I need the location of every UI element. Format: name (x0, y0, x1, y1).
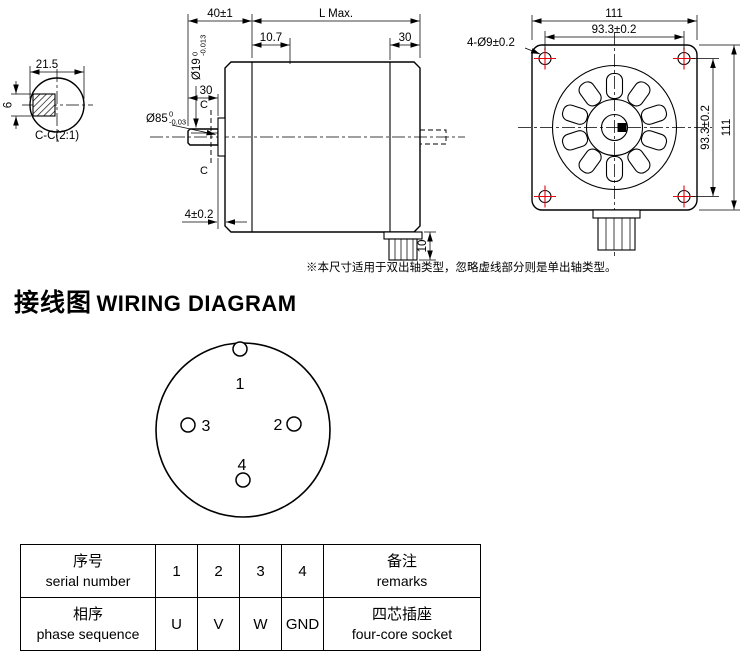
technical-drawing: 21.5 6 C-C(2:1) C (3, 8, 740, 261)
socket-label-zh: 四芯插座 (371, 606, 432, 623)
serial-label-zh: 序号 (72, 553, 103, 570)
dim-flange-height: 111 (721, 119, 733, 136)
pin-3-label: 3 (202, 418, 211, 435)
motor-body-outline (224, 61, 421, 233)
phase-label-zh: 相序 (72, 606, 103, 623)
rear-shaft-dashed (419, 129, 447, 145)
serial-cell-4: 4 (281, 544, 324, 598)
keyway-hatch-section (32, 93, 56, 117)
table-row-serial: 序号 serial number 1 2 3 4 备注 remarks (20, 544, 481, 598)
pin-1-hole (232, 341, 248, 357)
serial-cell-3: 3 (239, 544, 282, 598)
pilot-boss (217, 117, 226, 157)
dim-pilot-diameter: Ø85 0 -0.03 (146, 110, 186, 127)
serial-header-cell: 序号 serial number (20, 544, 156, 598)
dim-section-height: 6 (3, 102, 15, 108)
shaft-key-mark (617, 123, 627, 132)
dim-shaft-total: 40±1 (207, 8, 233, 20)
section-mark-bottom: C (200, 165, 208, 177)
phase-header-cell: 相序 phase sequence (20, 597, 156, 651)
dim-bolt-spacing-top: 93.3±0.2 (592, 24, 637, 36)
shaft-section-circle (29, 77, 85, 133)
phase-cell-v: V (197, 597, 240, 651)
fan-grille-pattern (551, 64, 678, 191)
dim-boss-height: 4±0.2 (185, 209, 214, 221)
side-view-drawing: C C 40±1 L Max. 10.7 30 30 Ø19 (146, 8, 465, 261)
cable-connector-front (592, 209, 641, 251)
serial-cell-1: 1 (155, 544, 198, 598)
table-row-phase: 相序 phase sequence U V W GND 四芯插座 four-co… (20, 597, 481, 651)
dim-section-width: 21.5 (36, 59, 58, 71)
wiring-table: 序号 serial number 1 2 3 4 备注 remarks 相序 p… (20, 544, 481, 651)
socket-cell: 四芯插座 four-core socket (323, 597, 481, 651)
dim-bolt-spacing-side: 93.3±0.2 (700, 105, 712, 150)
svg-text:-0.03: -0.03 (169, 118, 186, 127)
dimension-note: ※本尺寸适用于双出轴类型，忽略虚线部分则是单出轴类型。 (306, 262, 617, 274)
remarks-header-cell: 备注 remarks (323, 544, 481, 598)
pin-4-label: 4 (238, 457, 247, 474)
dim-front-offset: 10.7 (260, 32, 282, 44)
svg-text:0: 0 (191, 52, 200, 56)
pin-2-hole (286, 416, 302, 432)
svg-text:Ø85: Ø85 (146, 113, 168, 125)
phase-label-en: phase sequence (36, 626, 140, 642)
section-heading: 接线图 WIRING DIAGRAM (14, 283, 297, 319)
heading-chinese: 接线图 (14, 289, 93, 317)
section-mark-top: C (200, 99, 208, 111)
svg-text:0: 0 (169, 110, 173, 119)
heading-english: WIRING DIAGRAM (96, 291, 297, 316)
dim-shaft-length: 30 (200, 85, 213, 97)
phase-cell-w: W (239, 597, 282, 651)
phase-cell-u: U (155, 597, 198, 651)
pin-1-label: 1 (236, 376, 245, 393)
dim-shaft-diameter: Ø19 0 -0.013 (191, 35, 208, 80)
cable-connector-side (383, 231, 423, 261)
socket-label-en: four-core socket (351, 626, 453, 642)
pin-4-hole (235, 472, 251, 488)
front-view-drawing: 111 93.3±0.2 4-Ø9±0.2 93.3±0.2 111 (467, 8, 740, 256)
pin-2-label: 2 (274, 417, 283, 434)
pin-3-hole (180, 417, 196, 433)
dim-rear-cap: 30 (399, 32, 412, 44)
svg-text:-0.013: -0.013 (199, 35, 208, 56)
section-view-label: C-C(2:1) (35, 130, 79, 142)
connector-pinout-diagram: 1 3 2 4 (155, 341, 331, 518)
phase-cell-gnd: GND (281, 597, 324, 651)
serial-cell-2: 2 (197, 544, 240, 598)
remarks-label-en: remarks (376, 573, 428, 589)
remarks-label-zh: 备注 (386, 553, 417, 570)
dim-body-length: L Max. (319, 8, 353, 20)
dim-mounting-holes: 4-Ø9±0.2 (467, 37, 515, 49)
dim-flange-width: 111 (605, 8, 622, 20)
dim-connector-height: 10 (417, 240, 429, 253)
section-view-drawing: 21.5 6 C-C(2:1) (3, 59, 93, 142)
svg-text:Ø19: Ø19 (191, 58, 203, 80)
serial-label-en: serial number (45, 573, 131, 589)
